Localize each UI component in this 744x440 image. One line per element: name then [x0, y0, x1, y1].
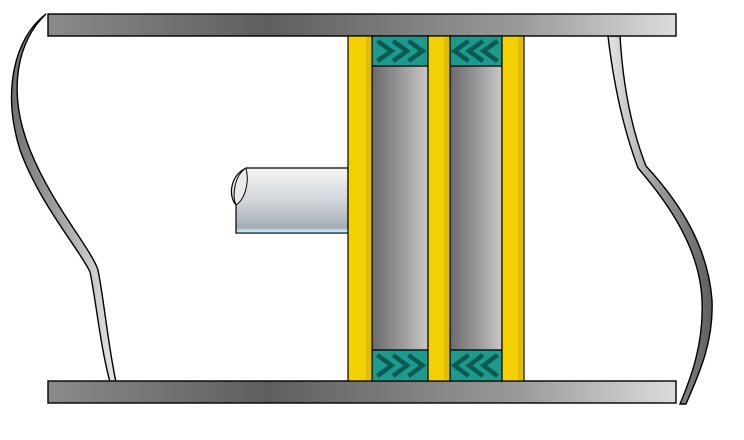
left-cut-edge: [10, 13, 117, 383]
seal-chevron: [391, 353, 411, 378]
guide-ring-right: [501, 35, 525, 382]
right-cut-edge: [607, 35, 713, 405]
seal-top-right: [449, 35, 503, 67]
bottom-cylinder-wall: [47, 380, 677, 404]
piston-rod: [230, 167, 349, 234]
seal-chevron: [479, 353, 499, 378]
guide-ring-shading: [366, 37, 523, 380]
seal-chevron: [450, 353, 470, 378]
seal-bottom-left: [371, 349, 429, 382]
seal-chevron: [465, 353, 485, 378]
seal-chevron: [465, 39, 485, 63]
seal-chevron: [376, 39, 396, 63]
top-cylinder-wall: [47, 13, 677, 37]
seal-group: [371, 35, 503, 382]
seal-top-left: [371, 35, 429, 67]
seal-chevron: [407, 39, 427, 63]
piston-body-right: [449, 65, 503, 351]
seal-chevron: [479, 39, 499, 63]
seal-bottom-right: [449, 349, 503, 382]
seal-chevron: [450, 39, 470, 63]
seal-chevron: [407, 353, 427, 378]
piston-body-left: [371, 65, 429, 351]
seal-chevron: [391, 39, 411, 63]
guide-ring-left: [347, 35, 373, 382]
seal-chevron: [376, 353, 396, 378]
guide-ring-center: [427, 35, 451, 382]
